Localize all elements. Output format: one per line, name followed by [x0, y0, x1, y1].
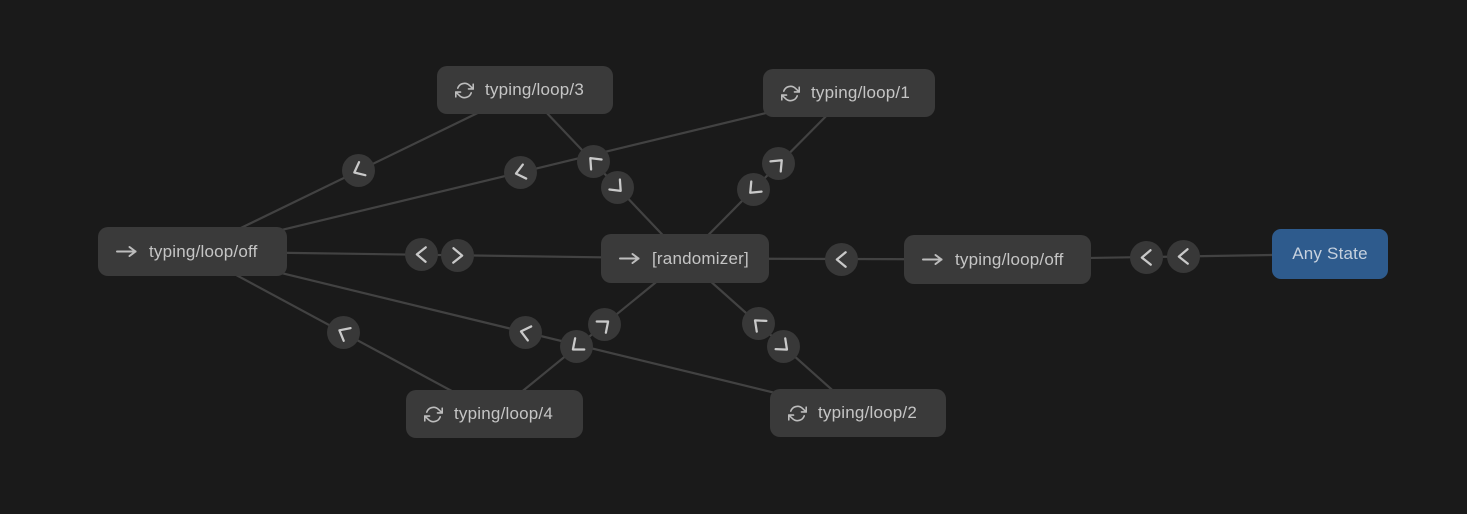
transition-direction-badge[interactable] — [587, 308, 621, 342]
chevron-direction-icon — [353, 161, 367, 177]
transition-direction-badge[interactable] — [327, 316, 360, 350]
state-node-label: typing/loop/3 — [485, 80, 585, 99]
state-node-randomizer[interactable]: [randomizer] — [601, 234, 769, 283]
transition-direction-badge[interactable] — [576, 145, 610, 179]
chevron-direction-icon — [1177, 248, 1189, 265]
state-node-label: Any State — [1292, 244, 1368, 263]
chevron-direction-icon — [748, 180, 763, 195]
state-node-typing-loop-off-right[interactable]: typing/loop/off — [904, 235, 1091, 284]
state-node-label: typing/loop/off — [149, 241, 258, 261]
transition-direction-badge[interactable] — [741, 307, 775, 341]
transition-direction-badge[interactable] — [601, 171, 635, 205]
transition-direction-badge[interactable] — [342, 154, 376, 188]
chevron-direction-icon — [452, 246, 464, 264]
loop-icon — [424, 405, 443, 424]
chevron-direction-icon — [753, 319, 768, 333]
arrow-right-icon — [922, 253, 944, 266]
transition-line-randomizer--typing-loop-3[interactable] — [524, 89, 686, 260]
state-node-typing-loop-3[interactable]: typing/loop/3 — [437, 66, 613, 114]
chevron-direction-icon — [572, 337, 586, 351]
state-node-label: typing/loop/2 — [818, 403, 918, 422]
transition-direction-badge[interactable] — [404, 238, 438, 272]
chevron-direction-icon — [608, 178, 623, 193]
transition-direction-badge[interactable] — [762, 147, 796, 181]
transition-direction-badge[interactable] — [509, 315, 543, 349]
transition-direction-badge[interactable] — [736, 173, 770, 207]
arrow-right-icon — [116, 245, 138, 258]
chevron-direction-icon — [836, 250, 848, 268]
loop-icon — [455, 81, 474, 100]
transition-direction-badge[interactable] — [1166, 239, 1200, 273]
state-node-any-state[interactable]: Any State — [1272, 229, 1388, 279]
arrow-right-icon — [619, 252, 641, 265]
chevron-direction-icon — [588, 157, 603, 171]
state-node-label: [randomizer] — [652, 248, 749, 268]
state-node-typing-loop-off-left[interactable]: typing/loop/off — [98, 227, 287, 276]
chevron-direction-icon — [595, 320, 609, 334]
state-node-typing-loop-1[interactable]: typing/loop/1 — [763, 69, 935, 117]
loop-icon — [781, 84, 800, 103]
loop-icon — [788, 404, 807, 423]
chevron-direction-icon — [774, 337, 789, 352]
chevron-direction-icon — [515, 163, 528, 180]
transition-direction-badge[interactable] — [504, 155, 538, 189]
transition-direction-badge[interactable] — [767, 330, 801, 364]
state-node-typing-loop-4[interactable]: typing/loop/4 — [406, 390, 583, 438]
chevron-direction-icon — [769, 159, 784, 173]
state-node-typing-loop-2[interactable]: typing/loop/2 — [770, 389, 946, 437]
state-node-label: typing/loop/1 — [811, 83, 911, 102]
chevron-direction-icon — [1140, 248, 1152, 266]
transition-direction-badge[interactable] — [441, 238, 475, 272]
transition-direction-badge[interactable] — [825, 242, 859, 276]
chevron-direction-icon — [415, 246, 427, 264]
state-node-label: typing/loop/4 — [454, 404, 554, 423]
chevron-direction-icon — [520, 325, 533, 342]
chevron-direction-icon — [338, 327, 352, 343]
state-node-label: typing/loop/off — [955, 249, 1064, 269]
transition-direction-badge[interactable] — [1129, 240, 1163, 274]
transition-direction-badge[interactable] — [560, 330, 594, 364]
